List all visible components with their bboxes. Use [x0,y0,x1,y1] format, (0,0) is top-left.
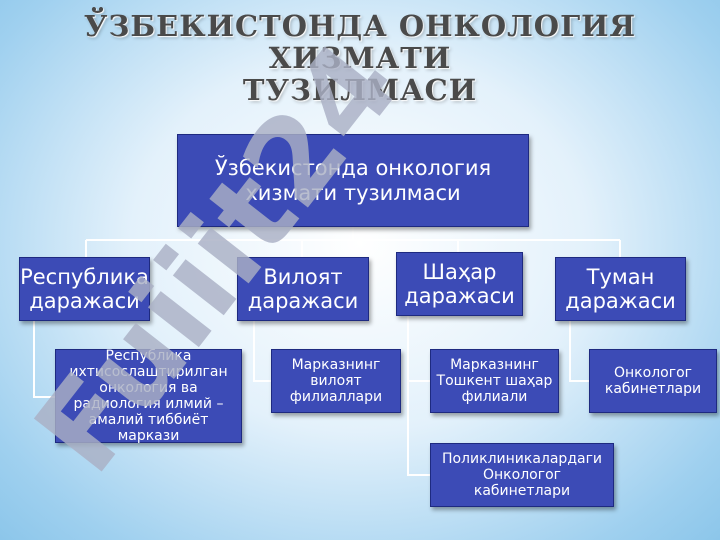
connector-district-child [569,321,589,382]
connector-republic-child [33,321,55,398]
level-node-label: Туман даражаси [565,264,676,313]
root-node-label: Ўзбекистонда онкология хизмати тузилмаси [214,156,492,205]
level-node-region: Вилоят даражаси [237,257,369,321]
child-node-label: Марказнинг вилоят филиаллари [289,356,383,406]
child-node-label: Республика ихтисослаштирилган онкология … [69,347,228,445]
child-node-republic-center: Республика ихтисослаштирилган онкология … [55,347,242,445]
connector-city-trunk [407,316,430,476]
root-node: Ўзбекистонда онкология хизмати тузилмаси [177,134,529,227]
child-node-label: Марказнинг Тошкент шаҳар филиали [436,356,553,406]
connector-region-child [253,321,271,382]
title-line-1: ЎЗБЕКИСТОНДА ОНКОЛОГИЯ ХИЗМАТИ [83,9,637,75]
title-line-2: ТУЗИЛМАСИ [242,73,478,107]
child-node-city-branch: Марказнинг Тошкент шаҳар филиали [430,349,559,413]
child-node-region-branches: Марказнинг вилоят филиаллари [271,349,401,413]
level-node-label: Вилоят даражаси [247,264,359,313]
level-node-republic: Республика даражаси [19,257,150,321]
level-node-label: Республика даражаси [20,264,149,313]
level-node-city: Шаҳар даражаси [396,252,523,316]
child-node-district-offices: Онкологог кабинетлари [589,349,717,413]
page-title: ЎЗБЕКИСТОНДА ОНКОЛОГИЯ ХИЗМАТИ ТУЗИЛМАСИ [0,10,720,106]
level-node-label: Шаҳар даражаси [404,259,515,308]
child-node-city-polyclinic: Поликлиникалардаги Онкологог кабинетлари [430,443,614,507]
child-node-label: Онкологог кабинетлари [604,364,702,397]
child-node-label: Поликлиникалардаги Онкологог кабинетлари [441,450,603,500]
level-node-district: Туман даражаси [555,257,686,321]
